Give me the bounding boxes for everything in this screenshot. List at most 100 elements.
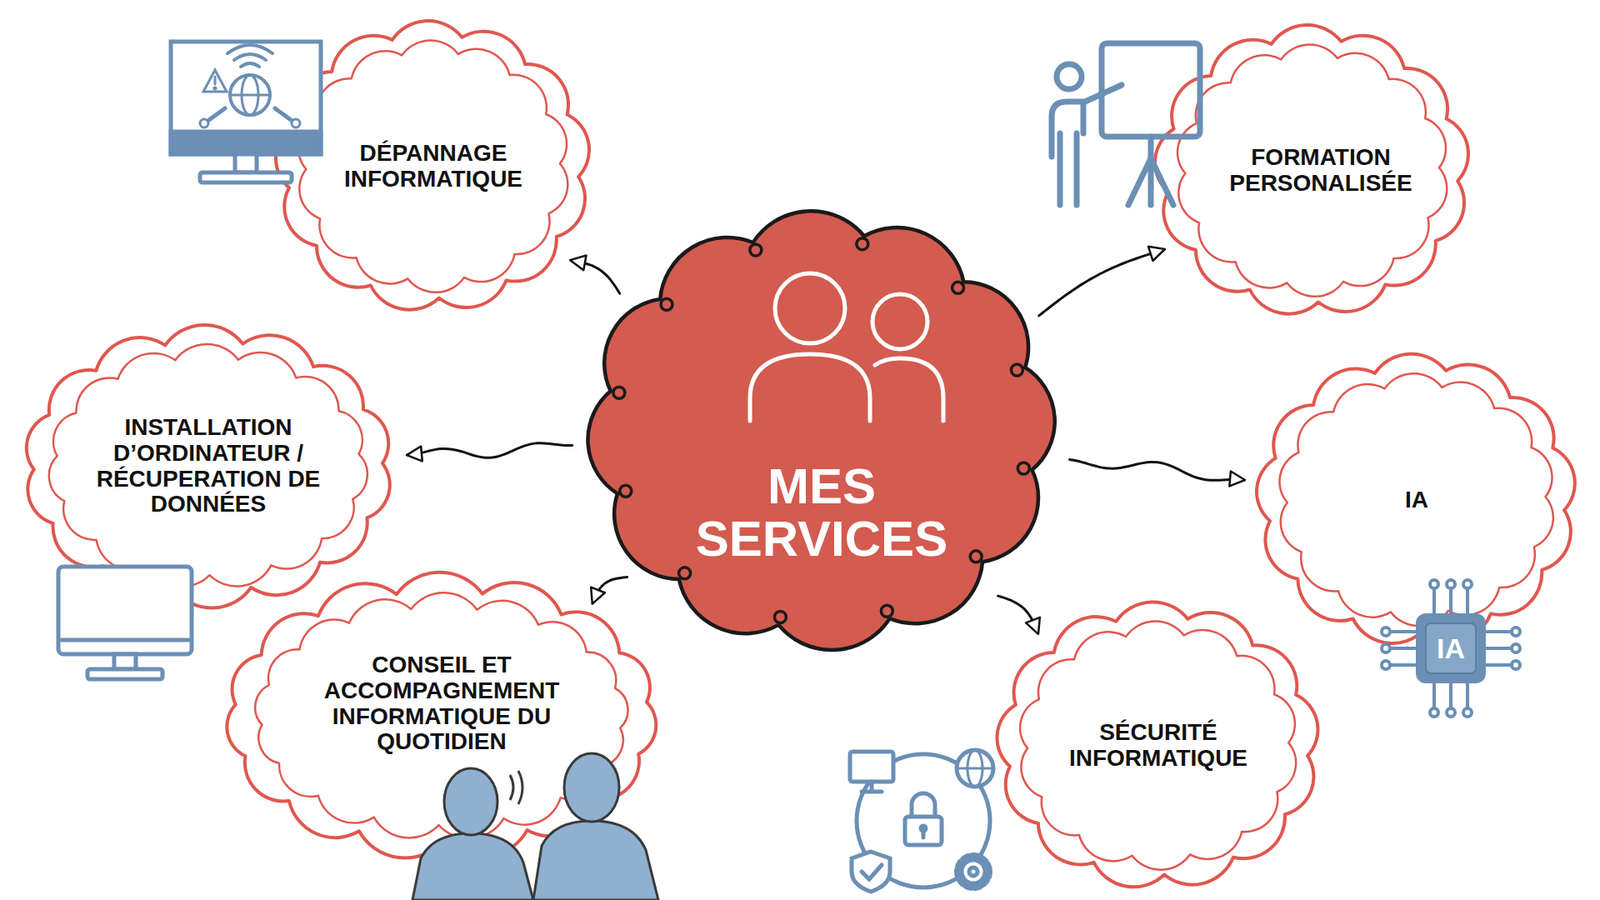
repair-monitor-icon xyxy=(235,154,257,173)
ai-chip-icon xyxy=(1390,646,1418,650)
service-cloud: INSTALLATION D’ORDINATEUR / RÉCUPERATION… xyxy=(11,319,405,614)
security-icon xyxy=(850,751,894,782)
security-icon xyxy=(961,860,985,884)
connector-arrow xyxy=(1070,460,1245,481)
computer-icon xyxy=(58,566,192,680)
cloud-curl xyxy=(1018,462,1030,475)
node-label: IA xyxy=(1405,487,1429,514)
security-icon xyxy=(957,855,990,888)
ai-chip-icon xyxy=(1511,644,1520,653)
cloud-curl xyxy=(970,550,983,563)
cloud-curl xyxy=(881,605,894,618)
repair-monitor-icon xyxy=(206,108,225,122)
repair-monitor-icon xyxy=(170,41,321,183)
trainer-icon xyxy=(1150,158,1174,205)
ai-chip-icon xyxy=(1511,627,1520,636)
cloud-inner-outline xyxy=(1177,45,1447,297)
connector-arrow xyxy=(1039,249,1165,316)
security-icon xyxy=(850,750,994,892)
repair-monitor-icon xyxy=(200,172,292,183)
cloud-outline xyxy=(1155,25,1469,315)
cloud-inner-outline xyxy=(1020,621,1296,870)
connector-arrow xyxy=(592,577,627,604)
node-label: DÉPANNAGE INFORMATIQUE xyxy=(333,140,534,193)
cloud-curl xyxy=(952,282,965,295)
cloud-inner-outline xyxy=(255,593,629,840)
service-cloud: FORMATION PERSONALISÉE xyxy=(1144,16,1480,325)
ai-chip-icon xyxy=(1381,580,1520,717)
security-icon xyxy=(861,790,882,795)
trainer-icon xyxy=(1080,103,1087,134)
people-illustration xyxy=(564,753,620,822)
cloud-curl xyxy=(1011,364,1024,376)
cloud-curl xyxy=(856,238,869,250)
ai-chip-icon xyxy=(1381,644,1390,653)
cloud-curl xyxy=(620,485,632,498)
security-icon xyxy=(870,781,875,790)
cloud-outline xyxy=(588,211,1055,651)
ai-chip-icon xyxy=(1463,708,1472,717)
people-illustration xyxy=(518,770,523,805)
cloud-outline xyxy=(570,196,1072,665)
trainer-icon xyxy=(1056,64,1082,90)
ai-chip-icon xyxy=(1430,580,1439,589)
trainer-icon xyxy=(1057,133,1064,205)
repair-monitor-icon xyxy=(291,119,300,128)
people-illustration xyxy=(510,775,514,800)
text-block: SÉCURITÉ INFORMATIQUE xyxy=(1050,720,1267,772)
cloud-inner-outline xyxy=(298,40,568,293)
ai-chip-icon xyxy=(1425,623,1476,674)
cloud-curl xyxy=(775,611,787,624)
trainer-icon xyxy=(1051,43,1200,205)
connector-arrow xyxy=(570,260,620,294)
node-label: FORMATION PERSONALISÉE xyxy=(1212,145,1430,197)
node-label: INSTALLATION D’ORDINATEUR / RÉCUPERATION… xyxy=(83,415,334,518)
cloud-curl xyxy=(679,567,691,580)
text-block: DÉPANNAGE INFORMATIQUE xyxy=(333,140,534,193)
ai-chip-icon xyxy=(1432,681,1436,709)
cloud-curl xyxy=(660,299,673,311)
repair-monitor-icon xyxy=(234,54,266,60)
service-cloud: SÉCURITÉ INFORMATIQUE xyxy=(985,594,1330,897)
security-icon xyxy=(956,750,994,787)
repair-monitor-icon xyxy=(230,94,270,97)
ai-chip-icon xyxy=(1381,660,1390,670)
service-cloud: CONSEIL ET ACCOMPAGNEMENT INFORMATIQUE D… xyxy=(212,569,670,864)
ai-chip-icon xyxy=(1430,708,1439,717)
ai-chip-icon xyxy=(1446,708,1455,717)
ai-chip-icon xyxy=(1484,646,1512,650)
trainer-icon xyxy=(1148,136,1155,205)
ai-chip-icon xyxy=(1390,663,1418,667)
cloud-inner-outline xyxy=(1280,374,1554,627)
service-cloud: IA xyxy=(1245,345,1587,654)
node-label: SÉCURITÉ INFORMATIQUE xyxy=(1050,720,1267,772)
connector-arrow xyxy=(998,595,1039,634)
repair-monitor-icon xyxy=(214,76,217,85)
cloud-outline xyxy=(997,602,1319,888)
people-illustration xyxy=(444,768,498,835)
repair-monitor-icon xyxy=(203,70,227,92)
security-icon xyxy=(956,767,994,770)
ai-chip-icon xyxy=(1465,588,1470,615)
repair-monitor-icon xyxy=(230,75,270,115)
trainer-icon xyxy=(1074,133,1080,205)
ai-chip-icon xyxy=(1390,630,1418,634)
service-cloud: DÉPANNAGE INFORMATIQUE xyxy=(265,12,601,320)
ai-chip-icon xyxy=(1484,630,1512,634)
repair-monitor-icon xyxy=(227,45,273,54)
ai-chip-icon xyxy=(1446,580,1455,589)
ai-chip-icon xyxy=(1465,681,1470,709)
security-icon xyxy=(861,865,882,880)
security-icon xyxy=(905,816,942,845)
ai-chip-icon xyxy=(1511,660,1520,670)
cloud-inner-outline xyxy=(49,344,368,587)
security-icon xyxy=(851,851,890,892)
text-block: INSTALLATION D’ORDINATEUR / RÉCUPERATION… xyxy=(83,415,334,518)
node-label: MES SERVICES xyxy=(684,460,960,565)
central-cloud: MES SERVICES xyxy=(570,196,1072,665)
node-label: CONSEIL ET ACCOMPAGNEMENT INFORMATIQUE D… xyxy=(318,652,565,755)
trainer-icon xyxy=(1128,158,1151,205)
security-icon xyxy=(921,830,926,838)
connector-arrow xyxy=(407,443,573,459)
ai-chip-icon xyxy=(1484,663,1512,667)
